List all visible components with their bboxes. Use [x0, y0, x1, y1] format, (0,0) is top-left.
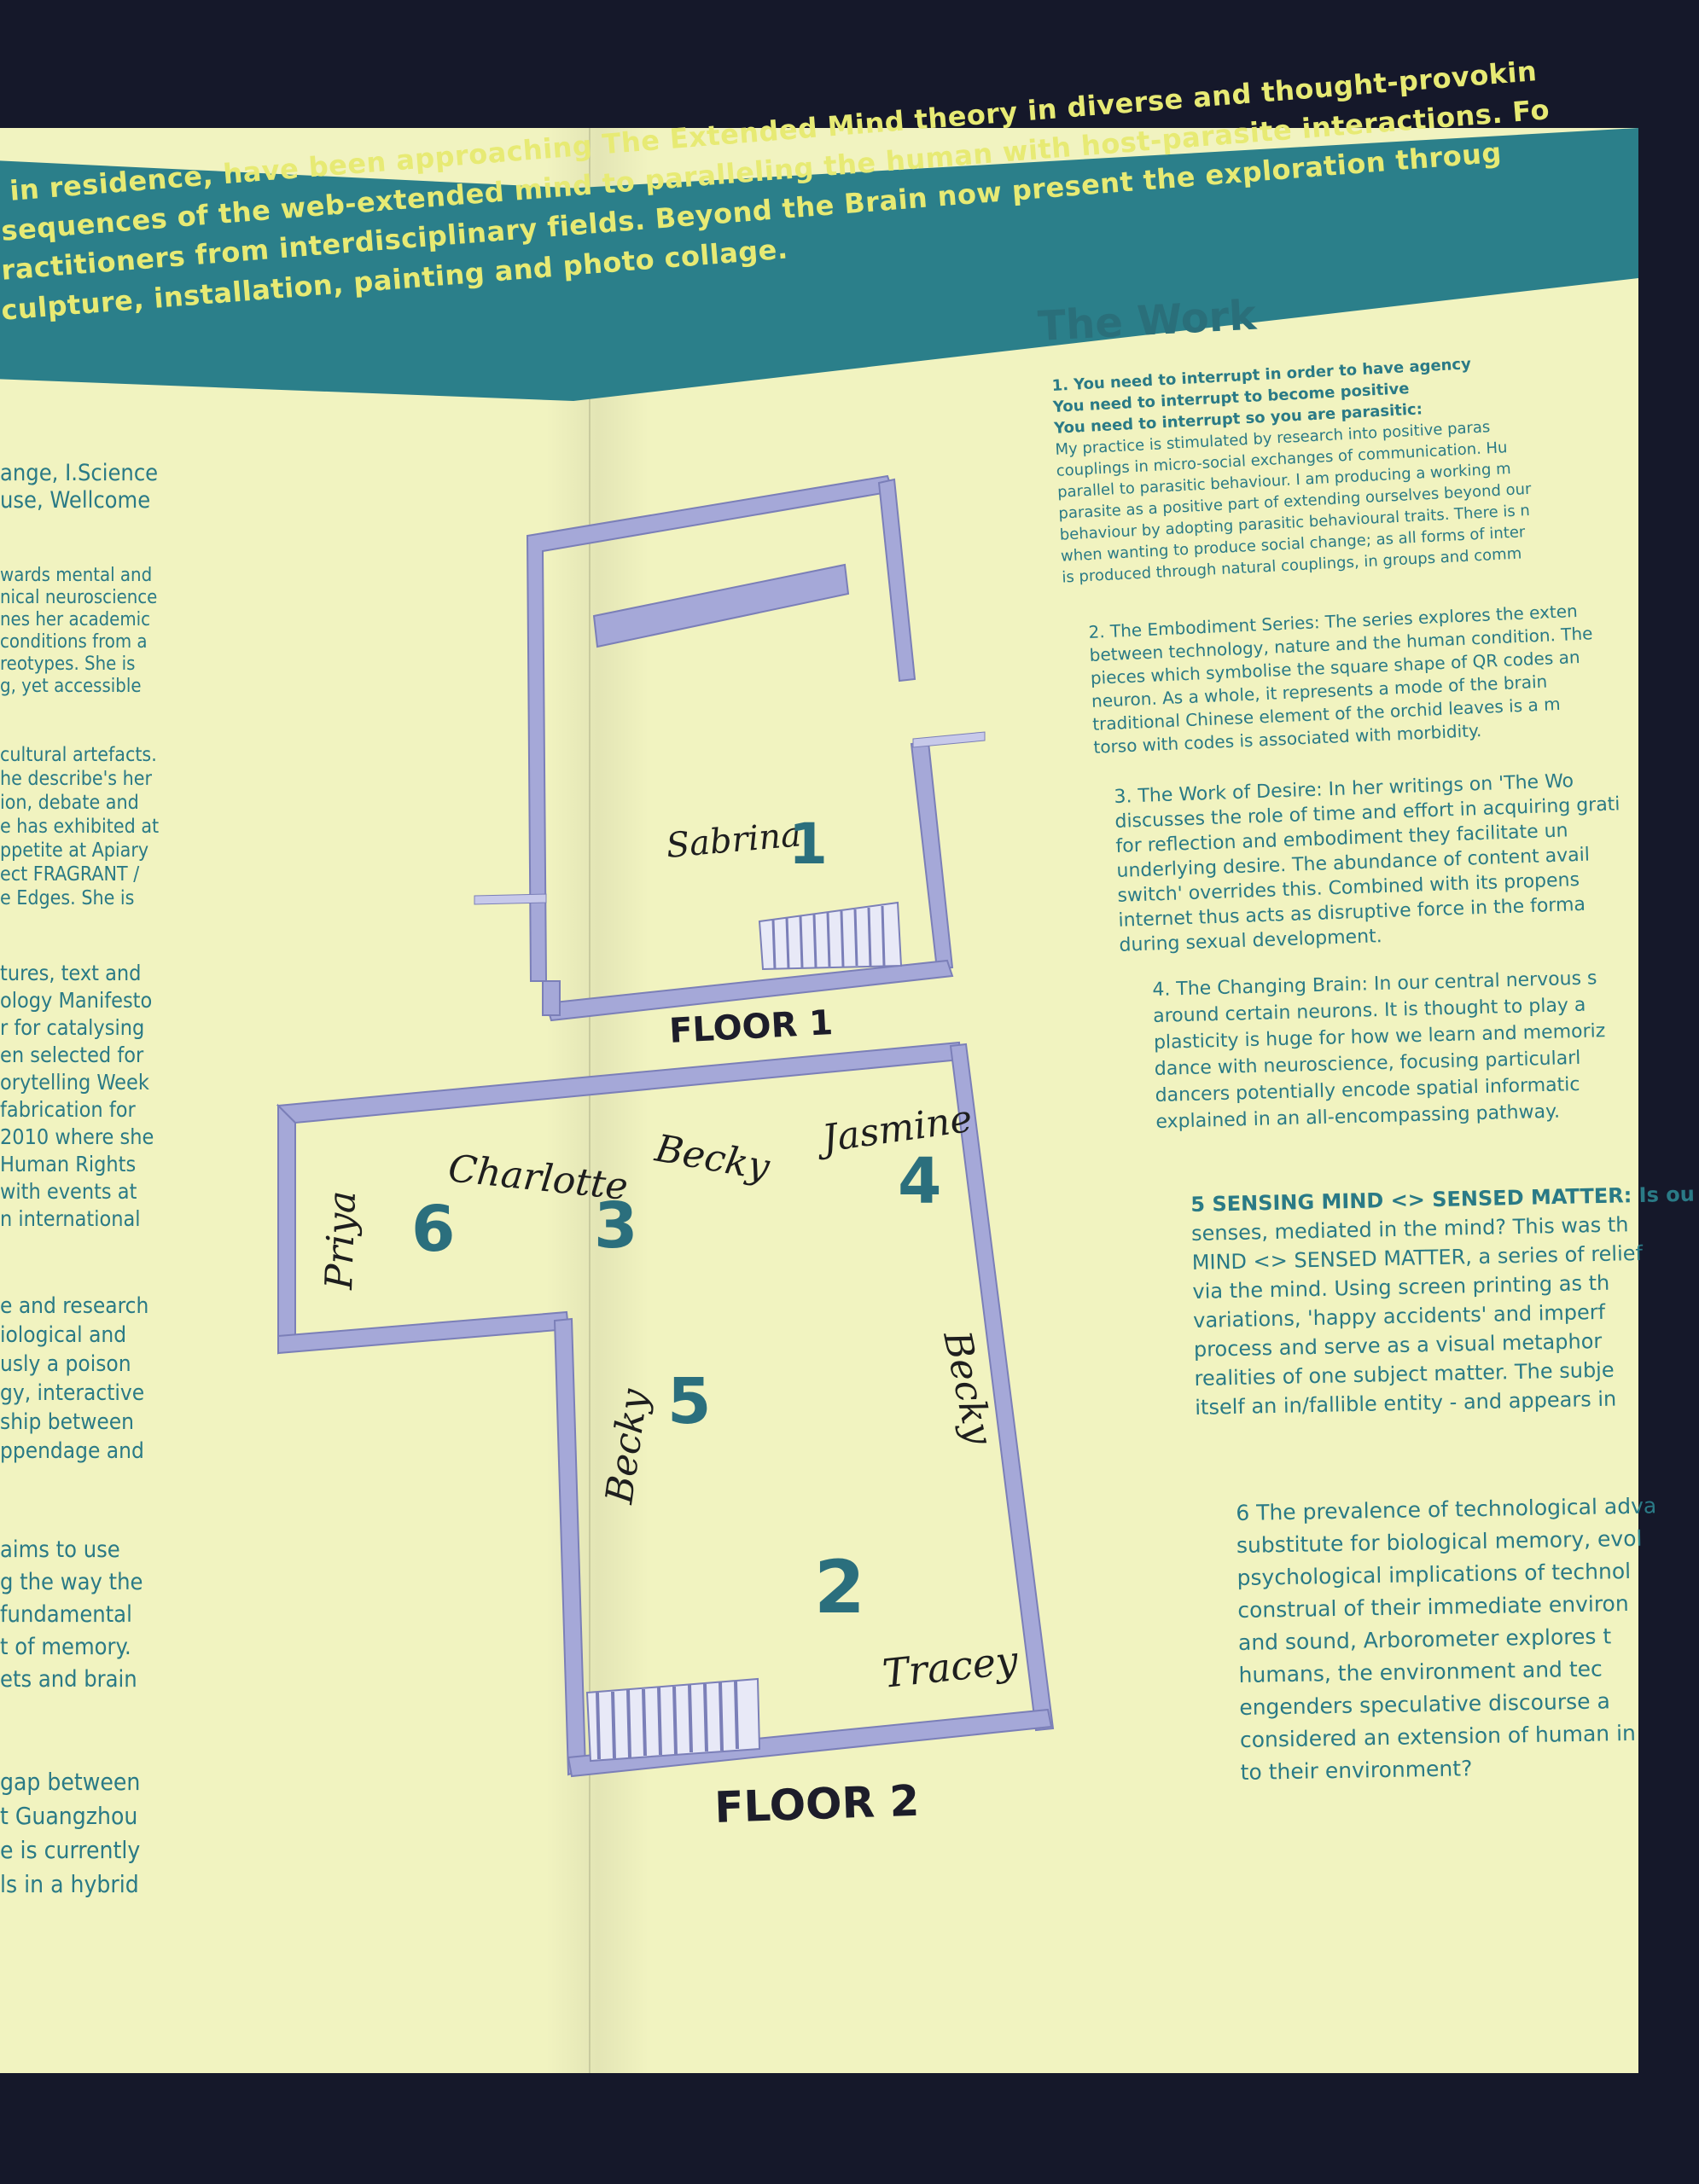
- room-4-artist: Jasmine: [813, 1097, 975, 1162]
- bio-4-line-1: tures, text and: [0, 961, 142, 985]
- bio-5-line-2: iological and: [0, 1322, 127, 1348]
- bio-6-line-5: ets and brain: [0, 1666, 137, 1693]
- room-6-artist: Priya: [317, 1190, 364, 1292]
- bio-5-line-5: ship between: [0, 1409, 134, 1435]
- center-fold: [589, 128, 591, 2073]
- room-2-artist: Tracey: [881, 1637, 1021, 1697]
- bio-4-line-7: 2010 where she: [0, 1124, 154, 1149]
- bio-1-line-2: use, Wellcome: [0, 487, 151, 514]
- room-4-number: 4: [898, 1145, 942, 1218]
- bio-6-line-3: fundamental: [0, 1601, 132, 1628]
- bio-5-line-4: gy, interactive: [0, 1380, 145, 1406]
- floor-1-door-left: [474, 893, 547, 905]
- bio-5-line-3: usly a poison: [0, 1351, 131, 1377]
- bio-2-line-4: conditions from a: [0, 631, 148, 653]
- bio-6-line-4: t of memory.: [0, 1634, 131, 1660]
- bio-7-line-3: e is currently: [0, 1836, 141, 1864]
- bio-4-line-3: r for catalysing: [0, 1015, 145, 1040]
- floor-1-wall-left: [526, 474, 894, 982]
- floor-2-label: FLOOR 2: [713, 1776, 920, 1833]
- floor-2-wall-inner-horizontal: [277, 1310, 570, 1355]
- bio-1-line-1: ange, I.Science: [0, 460, 159, 486]
- floor-2-wall-top: [276, 1041, 963, 1124]
- bio-2-line-3: nes her academic: [0, 609, 151, 630]
- floor-1-wall-stub: [542, 980, 561, 1016]
- bio-4-line-9: with events at: [0, 1179, 137, 1204]
- bio-6-line-1: aims to use: [0, 1536, 120, 1563]
- room-6-number: 6: [411, 1193, 456, 1266]
- floor-1-label: FLOOR 1: [668, 1003, 834, 1051]
- room-5-number: 5: [667, 1365, 712, 1438]
- room-1-number: 1: [788, 811, 828, 877]
- bio-5-line-1: e and research: [0, 1293, 149, 1319]
- bio-4-line-6: fabrication for: [0, 1097, 136, 1122]
- floor-1-wall-top-right: [877, 478, 916, 682]
- bio-4-line-10: n international: [0, 1206, 141, 1231]
- bio-7-line-2: t Guangzhou: [0, 1802, 138, 1830]
- bio-5-line-6: ppendage and: [0, 1438, 144, 1464]
- floor-2-wall-right: [949, 1043, 1055, 1732]
- room-2-number: 2: [814, 1545, 865, 1630]
- floor-2-wall-bottom: [567, 1708, 1053, 1778]
- floor-1-stairs: [758, 901, 903, 971]
- bio-2-line-5: reotypes. She is: [0, 653, 136, 675]
- bio-4-line-4: en selected for: [0, 1043, 144, 1067]
- bio-4-line-8: Human Rights: [0, 1152, 137, 1176]
- bio-2-line-6: g, yet accessible: [0, 676, 142, 697]
- floor-1-display-panel: [592, 563, 850, 648]
- floor-2-wall-left: [277, 1103, 296, 1355]
- bio-4-line-5: orytelling Week: [0, 1070, 149, 1095]
- room-1-artist: Sabrina: [665, 815, 803, 866]
- floor-plan: Sabrina 1 FLOOR 1 Priya 6 Charlotte 3 Be…: [276, 474, 1055, 1833]
- bio-3-line-2: he describe's her: [0, 768, 152, 790]
- room-5-artist: Becky: [597, 1385, 657, 1507]
- floor-1-plan: Sabrina 1 FLOOR 1: [474, 474, 986, 1051]
- bio-3-line-6: ect FRAGRANT /: [0, 863, 140, 886]
- bio-3-line-3: ion, debate and: [0, 792, 139, 814]
- bio-7-line-4: ls in a hybrid: [0, 1870, 139, 1898]
- floor-1-door-right: [912, 731, 986, 748]
- bio-3-line-4: e has exhibited at: [0, 816, 160, 838]
- bio-6-line-2: g the way the: [0, 1569, 143, 1595]
- bio-2-line-2: nical neuroscience: [0, 587, 158, 608]
- bio-3-line-5: ppetite at Apiary: [0, 839, 149, 862]
- floor-1-wall-right: [910, 741, 954, 971]
- room-3-number: 3: [594, 1189, 638, 1263]
- bio-7-line-1: gap between: [0, 1768, 141, 1796]
- bio-2-line-1: wards mental and: [0, 565, 153, 586]
- bio-4-line-2: ology Manifesto: [0, 988, 153, 1013]
- bio-3-line-7: e Edges. She is: [0, 887, 135, 909]
- floor-2-plan: Priya 6 Charlotte 3 Becky Jasmine 4 Beck…: [276, 1041, 1055, 1833]
- floor-2-stairs: [585, 1677, 761, 1763]
- room-3-4-artist: Becky: [651, 1126, 773, 1189]
- bio-3-line-1: cultural artefacts.: [0, 744, 157, 766]
- floor-2-wall-inner-vertical: [553, 1317, 587, 1776]
